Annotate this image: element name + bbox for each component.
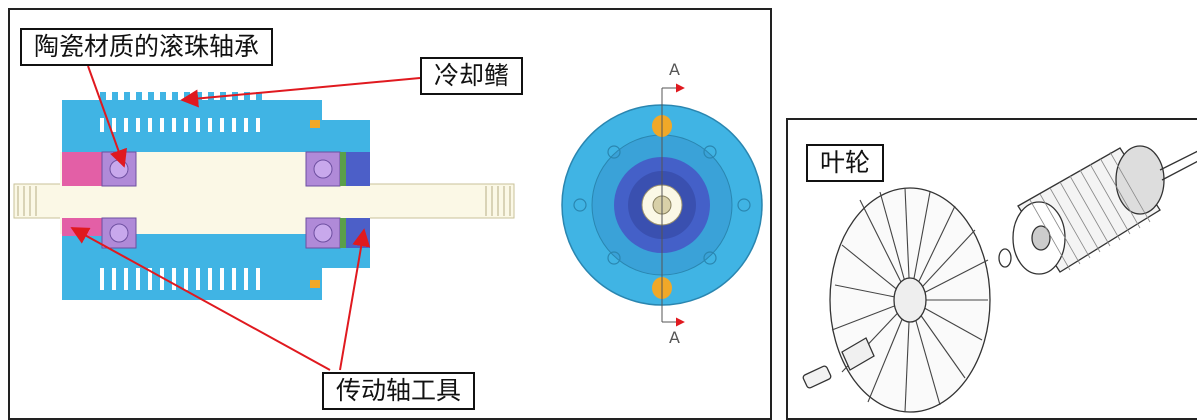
cap-bottom — [346, 218, 370, 248]
upper-housing — [62, 100, 322, 152]
washer — [998, 248, 1012, 268]
impeller-exploded-view — [802, 145, 1197, 413]
motor-grooves — [1029, 151, 1151, 271]
section-mark-bottom: A — [669, 328, 680, 347]
cap-top — [346, 152, 370, 186]
housing-tab-bottom — [310, 280, 320, 288]
section-mark-top: A — [669, 60, 680, 79]
arrow-tool-left — [70, 227, 331, 371]
callout-transmission-tool: 传动轴工具 — [322, 372, 476, 410]
callout-ceramic-bearing: 陶瓷材质的滚珠轴承 — [20, 28, 274, 66]
seal-pink-top — [62, 152, 102, 186]
arrow-fins — [180, 77, 421, 108]
bolt-holes — [573, 145, 751, 265]
shaft-threads — [17, 186, 511, 216]
cooling-fins-bottom — [100, 268, 260, 290]
upper-housing-step — [322, 120, 370, 152]
nut — [841, 337, 875, 371]
ring-bottom — [340, 218, 346, 248]
callout-arrows — [70, 65, 421, 371]
arrow-bearing — [87, 65, 127, 168]
screw — [802, 365, 832, 389]
cooling-fin-slots-top — [100, 118, 260, 132]
arrow-tool-right — [339, 228, 371, 371]
impeller-hub — [893, 277, 927, 323]
spindle-side-section — [13, 92, 515, 300]
callout-cooling-fins: 冷却鳍 — [420, 57, 524, 95]
ring-top — [340, 152, 346, 186]
housing-tab-top — [310, 120, 320, 128]
spindle-end-view — [561, 83, 763, 327]
callout-impeller: 叶轮 — [806, 144, 885, 182]
